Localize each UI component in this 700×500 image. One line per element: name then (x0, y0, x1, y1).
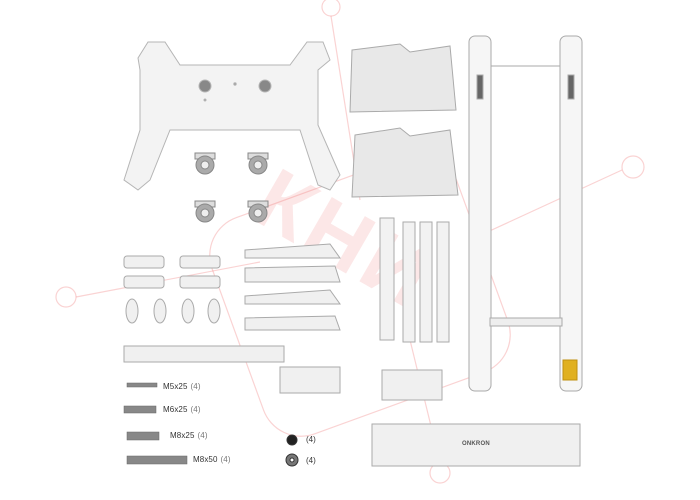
screw-label-m5x25: M5x25(4) (163, 382, 201, 391)
main-poles (468, 35, 583, 392)
screws (123, 382, 188, 465)
screw-label-m6x25: M6x25(4) (163, 405, 201, 414)
brand-logo-text: ONKRON (462, 441, 490, 447)
screw-size: M5x25 (163, 382, 188, 391)
shelf-plates (349, 43, 459, 198)
vertical-brackets (379, 217, 450, 343)
screw-qty: (4) (220, 455, 231, 464)
screw-size: M6x25 (163, 405, 188, 414)
screw-size: M8x50 (193, 455, 218, 464)
screw-qty: (4) (190, 405, 201, 414)
washers (285, 434, 299, 467)
washer-qty-2: (4) (306, 456, 316, 465)
base-frame (123, 41, 341, 191)
screw-label-m8x50: M8x50(4) (193, 455, 231, 464)
washer-qty-1: (4) (306, 435, 316, 444)
screw-qty: (4) (197, 431, 208, 440)
screw-label-m8x25: M8x25(4) (170, 431, 208, 440)
clips-and-arms (123, 243, 581, 467)
screw-size: M8x25 (170, 431, 195, 440)
screw-qty: (4) (190, 382, 201, 391)
caster-wheels (194, 152, 269, 223)
